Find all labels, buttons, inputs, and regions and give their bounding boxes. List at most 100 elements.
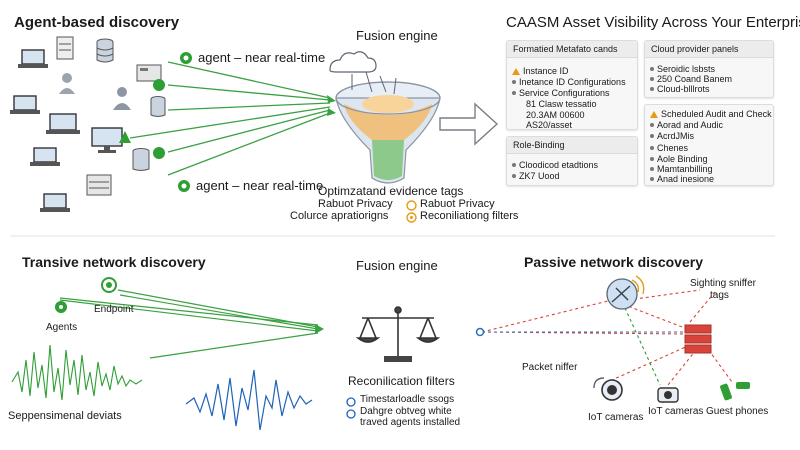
card-row: Cloud-blllrots bbox=[650, 84, 710, 94]
card-title: Scheduled Audit and Check bbox=[661, 109, 772, 119]
card-row-text: Aorad and Audic bbox=[657, 120, 724, 130]
server-icon-3 bbox=[86, 174, 112, 201]
card-row: 250 Coand Banem bbox=[650, 74, 732, 84]
section-title-passive: Passive network discovery bbox=[524, 254, 703, 270]
card-row: Anad inesione bbox=[650, 174, 714, 184]
card-row: Seroidic lsbsts bbox=[650, 64, 715, 74]
server-rack-icon bbox=[684, 324, 712, 354]
database-icon bbox=[95, 38, 115, 69]
agent-flow-lines bbox=[129, 61, 331, 176]
card-title: Cloud provider panels bbox=[645, 41, 773, 58]
scheduled-audit-card: Scheduled Audit and Check Aorad and Audi… bbox=[644, 104, 774, 186]
card-row-text: Inetance ID Configurations bbox=[519, 77, 626, 87]
agent-icon-2 bbox=[176, 178, 192, 199]
camera-icon-2 bbox=[656, 384, 680, 409]
fusion-option-1: Timestarloadle ssogs bbox=[360, 394, 455, 405]
metadata-card: Formatied Metafato cands Instance ID Ine… bbox=[506, 40, 638, 130]
user-icon-2 bbox=[112, 86, 132, 117]
warning-icon bbox=[650, 110, 658, 118]
card-row: 20.3AM 00600 bbox=[526, 110, 585, 120]
card-row: Chenes bbox=[650, 143, 688, 153]
agents-icon bbox=[54, 300, 68, 319]
fusion-left-label-2: Colurce apratiorigns bbox=[290, 210, 389, 222]
agent-badge-icon-3 bbox=[152, 146, 166, 165]
laptop-icon-4 bbox=[30, 146, 60, 173]
option-icon bbox=[346, 394, 356, 412]
laptop-icon-3 bbox=[46, 112, 80, 141]
bullet-icon bbox=[650, 87, 654, 91]
filter-icon bbox=[406, 210, 417, 228]
card-row: AcrdJMis bbox=[650, 131, 694, 141]
card-row-text: Seroidic lsbsts bbox=[657, 64, 716, 74]
card-row-text: Aole Binding bbox=[657, 154, 708, 164]
card-row: AS20/asset bbox=[526, 120, 572, 130]
cloud-provider-card: Cloud provider panels Seroidic lsbsts 25… bbox=[644, 40, 774, 98]
agent-icon bbox=[178, 50, 194, 71]
section-title-transive: Transive network discovery bbox=[22, 254, 206, 270]
packet-sniffer-node bbox=[475, 327, 485, 337]
transive-flow-lines bbox=[59, 289, 319, 359]
card-row: Inetance ID Configurations bbox=[512, 77, 626, 87]
fusion-evidence-label: Optimzatand evidence tags bbox=[318, 184, 464, 198]
card-row: Instance ID bbox=[512, 66, 569, 76]
warning-icon bbox=[512, 67, 520, 75]
bullet-icon bbox=[512, 91, 516, 95]
section-title-caasm: CAASM Asset Visibility Across Your Enter… bbox=[506, 14, 800, 31]
user-icon bbox=[58, 72, 76, 101]
card-row-text: Mamtanbilling bbox=[657, 164, 713, 174]
iot-cameras-label-1: IoT cameras bbox=[588, 412, 644, 423]
laptop-icon-2 bbox=[10, 94, 40, 121]
database-icon-3 bbox=[132, 148, 150, 177]
phone-icon bbox=[720, 380, 754, 407]
card-row: Mamtanbilling bbox=[650, 164, 713, 174]
fusion-funnel bbox=[335, 81, 441, 184]
reconciliation-filters-label: Reconilication filters bbox=[348, 374, 455, 388]
database-icon-2 bbox=[150, 96, 166, 123]
sighting-sniffer-label: Sighting sniffer bbox=[690, 278, 756, 289]
card-row: 81 Clasw tessatio bbox=[526, 99, 597, 109]
fusion-option-2: Dahgre obtveg white bbox=[360, 406, 452, 417]
card-row-text: AcrdJMis bbox=[657, 131, 695, 141]
blue-waveform bbox=[185, 369, 313, 431]
endpoint-label: Endpoint bbox=[94, 304, 134, 315]
option-icon-2 bbox=[346, 406, 356, 424]
card-row: Aole Binding bbox=[650, 154, 708, 164]
tags-label: tags bbox=[710, 290, 729, 301]
card-row-text: 250 Coand Banem bbox=[657, 74, 733, 84]
scale-icon bbox=[355, 306, 441, 362]
card-title: Formatied Metafato cands bbox=[507, 41, 637, 58]
fusion-right-label-1: Rabuot Privacy bbox=[420, 198, 495, 210]
sequential-devices-label: Seppensimenal deviats bbox=[8, 410, 122, 422]
fusion-right-label-2: Reconiliationg filters bbox=[420, 210, 519, 222]
card-row-text: Service Configurations bbox=[519, 88, 610, 98]
fusion-engine-title-bottom: Fusion engine bbox=[356, 258, 438, 273]
card-row: Cloodicod etadtions bbox=[512, 160, 598, 170]
server-icon-2 bbox=[136, 64, 162, 87]
fusion-engine-title-top: Fusion engine bbox=[356, 28, 438, 43]
laptop-icon-5 bbox=[40, 192, 70, 219]
bullet-icon bbox=[512, 80, 516, 84]
agent-label-bottom: agent – near real-time bbox=[196, 178, 324, 193]
guest-phones-label: Guest phones bbox=[706, 406, 769, 417]
card-row-text: Instance ID bbox=[523, 66, 569, 76]
card-row-text: 20.3AM 00600 bbox=[526, 110, 585, 120]
output-arrow bbox=[439, 102, 499, 146]
card-row-text: Anad inesione bbox=[657, 174, 715, 184]
green-waveform bbox=[11, 344, 143, 401]
packet-sniffer-label: Packet niffer bbox=[522, 362, 578, 373]
bullet-icon bbox=[650, 77, 654, 81]
laptop-icon bbox=[18, 48, 48, 75]
fusion-left-label-1: Rabuot Privacy bbox=[318, 198, 393, 210]
bullet-icon bbox=[650, 67, 654, 71]
section-title-agent-discovery: Agent-based discovery bbox=[14, 14, 180, 31]
caasm-title-text: CAASM Asset Visibility Across Your Enter… bbox=[506, 14, 800, 31]
radar-dish-icon bbox=[606, 275, 645, 310]
card-row: ZK7 Uood bbox=[512, 171, 560, 181]
bullet-icon bbox=[650, 134, 654, 138]
fusion-option-3: traved agents installed bbox=[360, 417, 461, 428]
card-row-text: ZK7 Uood bbox=[519, 171, 560, 181]
server-icon bbox=[56, 36, 74, 65]
card-row: Service Configurations bbox=[512, 88, 610, 98]
card-row-text: Chenes bbox=[657, 143, 689, 153]
